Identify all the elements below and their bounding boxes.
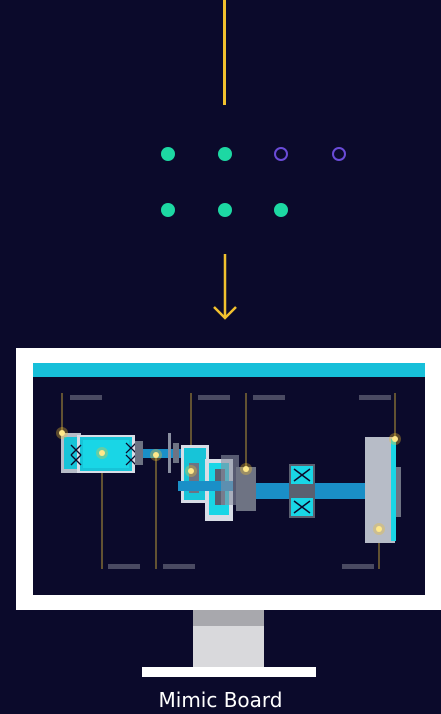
- monitor-stand-base: [142, 667, 316, 677]
- down-arrow-icon: [213, 254, 237, 320]
- step-dot-empty: [332, 147, 346, 161]
- mimic-board-screen: [33, 363, 425, 595]
- caption-label: Mimic Board: [158, 688, 283, 712]
- mimic-diagram: [56, 393, 401, 569]
- drum: [365, 437, 401, 543]
- gearbox: [178, 445, 256, 521]
- placeholder-bars: [70, 395, 391, 569]
- step-dot-filled: [218, 203, 232, 217]
- step-dot-filled: [274, 203, 288, 217]
- connector-line: [223, 0, 226, 105]
- monitor-stand: [193, 626, 264, 667]
- flex-coupling: [289, 464, 315, 518]
- indicator-lights: [56, 427, 401, 535]
- step-dot-filled: [161, 147, 175, 161]
- monitor-stand-neck: [193, 610, 264, 626]
- motor-left: [61, 433, 143, 473]
- step-dot-filled: [218, 147, 232, 161]
- screen-header-bar: [33, 363, 425, 377]
- step-dot-filled: [161, 203, 175, 217]
- step-dot-empty: [274, 147, 288, 161]
